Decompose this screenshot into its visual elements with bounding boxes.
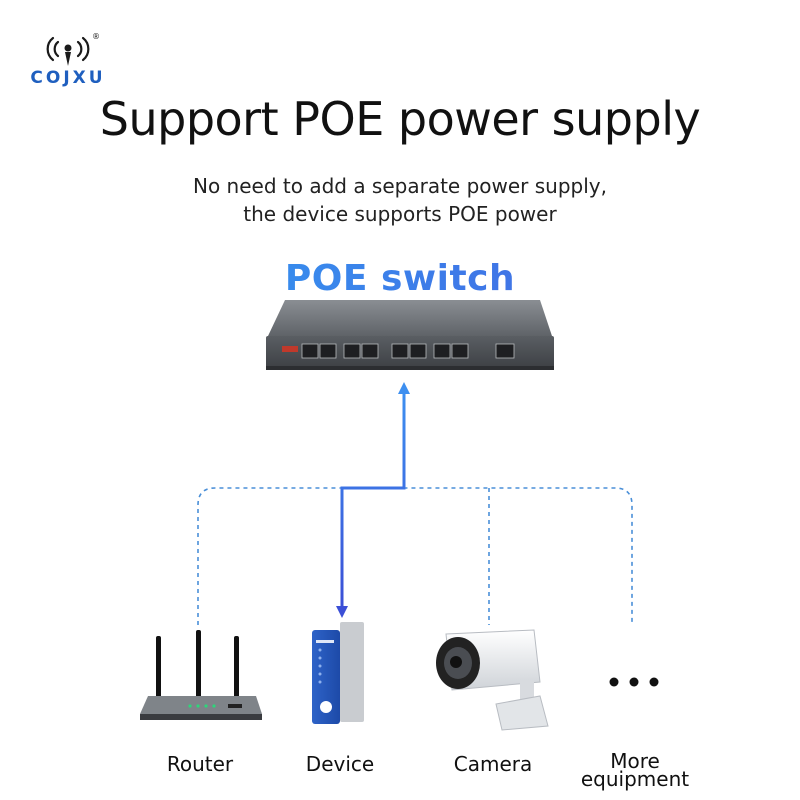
arrow-down-icon [336, 606, 348, 618]
network-links [197, 487, 633, 625]
brand-name: COJXU [30, 68, 106, 88]
arrow-up-icon [398, 382, 410, 394]
serial-device-icon [312, 622, 364, 724]
poe-switch-device [266, 300, 554, 370]
device-label-device: Device [305, 752, 375, 776]
poe-switch-label: POE switch [0, 258, 800, 299]
ethernet-ports [301, 343, 515, 359]
subtitle-line-2: the device supports POE power [243, 202, 557, 226]
subtitle: No need to add a separate power supply, … [0, 172, 800, 228]
page-title: Support POE power supply [99, 92, 701, 146]
router-icon [140, 630, 262, 720]
wireless-antenna-icon: ® [46, 32, 100, 66]
device-label-camera: Camera [453, 752, 533, 776]
registered-mark: ® [92, 32, 100, 41]
subtitle-line-1: No need to add a separate power supply, [192, 174, 607, 198]
more-label-line-1: More [610, 749, 660, 773]
brand-logo: ® COJXU [18, 28, 128, 88]
device-label-router: Router [166, 752, 234, 776]
device-label-more: More equipment [560, 749, 710, 791]
more-label-line-2: equipment [580, 767, 690, 791]
poe-power-line [340, 392, 406, 608]
camera-icon [436, 629, 549, 731]
more-dots-icon [609, 677, 659, 687]
